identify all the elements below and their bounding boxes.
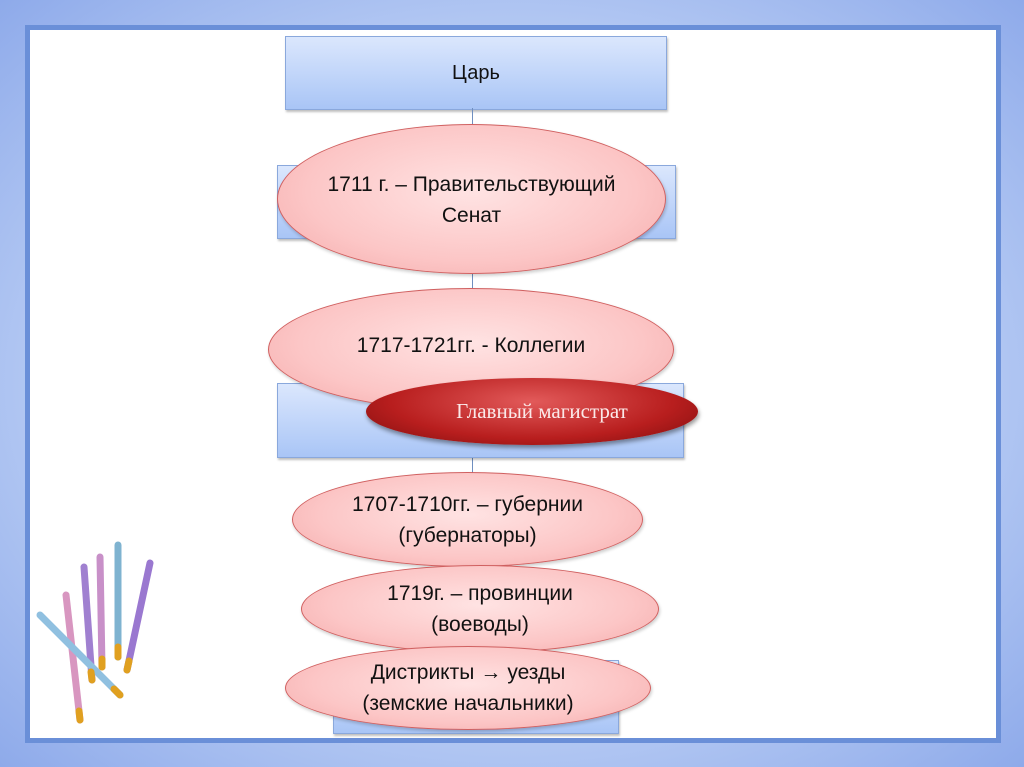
provinces-line1: 1719г. – провинции	[387, 582, 573, 605]
provinces-line2: (воеводы)	[431, 613, 529, 636]
ellipse-provinces: 1719г. – провинции (воеводы)	[301, 565, 659, 653]
districts-line2: (земские начальники)	[362, 692, 574, 715]
box-tsar: Царь	[285, 36, 667, 110]
pencils-icon	[36, 541, 154, 724]
connector	[472, 457, 473, 473]
ellipse-districts: Дистрикты→уезды (земские начальники)	[285, 646, 651, 730]
arrow-icon: →	[480, 661, 502, 684]
ellipse-senate: 1711 г. – Правительствующий Сенат	[277, 124, 666, 274]
gubernii-line2: (губернаторы)	[398, 523, 537, 547]
senate-line1: 1711 г. – Правительствующий	[327, 173, 616, 196]
districts-from: Дистрикты	[370, 661, 475, 684]
ellipse-magistrate: Главный магистрат	[366, 378, 698, 445]
tsar-label: Царь	[452, 61, 500, 84]
collegia-label: 1717-1721гг. - Коллегии	[356, 334, 586, 357]
gubernii-line1: 1707-1710гг. – губернии	[352, 492, 583, 516]
districts-to: уезды	[507, 661, 566, 684]
ellipse-gubernii: 1707-1710гг. – губернии (губернаторы)	[292, 472, 643, 567]
magistrate-label: Главный магистрат	[456, 399, 628, 423]
districts-line1: Дистрикты→уезды	[371, 657, 566, 688]
senate-line2: Сенат	[441, 204, 502, 227]
